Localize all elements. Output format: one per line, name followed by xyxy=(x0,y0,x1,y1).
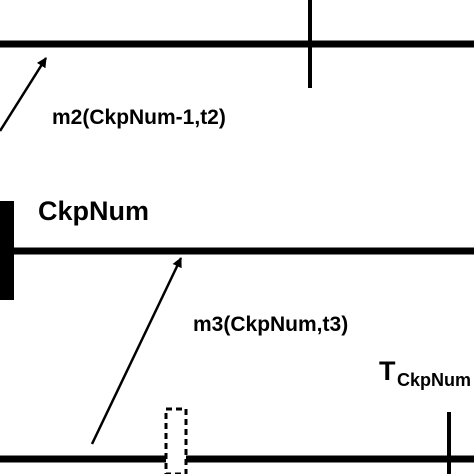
time-label-t-subscript: CkpNum xyxy=(397,370,471,390)
message-arrow-m3 xyxy=(90,257,183,445)
checkpoint-bar xyxy=(0,201,14,300)
tentative-checkpoint-box xyxy=(164,407,188,474)
message-label-m3: m3(CkpNum,t3) xyxy=(193,313,348,336)
checkpoint-label: CkpNum xyxy=(38,196,149,226)
time-label-t: T xyxy=(379,356,396,386)
message-arrow-m2 xyxy=(0,57,48,132)
message-label-m2: m2(CkpNum-1,t2) xyxy=(52,106,226,129)
